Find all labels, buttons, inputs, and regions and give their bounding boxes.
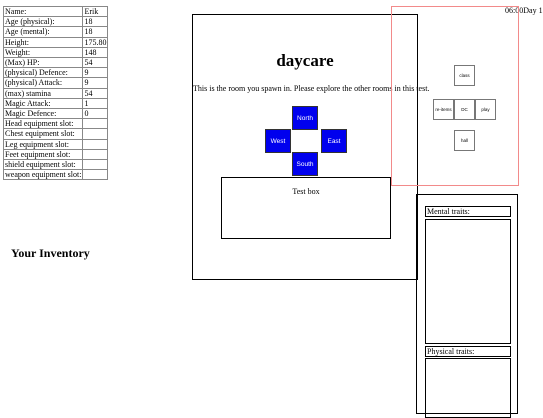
mental-traits-box	[425, 219, 511, 344]
stat-value: 54	[82, 57, 109, 69]
stat-label: Magic Defence:	[2, 108, 84, 120]
stats-row: Head equipment slot:	[2, 118, 109, 130]
stat-label: Head equipment slot:	[2, 118, 84, 130]
stat-label: Height:	[2, 36, 84, 48]
clock: 06:00Day 1	[505, 6, 543, 15]
stat-value	[82, 159, 109, 171]
map-cell-play[interactable]: play	[475, 99, 496, 120]
stat-label: (max) stamina	[2, 87, 84, 99]
north-button[interactable]: North	[292, 106, 318, 130]
stat-value: 9	[82, 67, 109, 79]
stats-row: Weight:148	[2, 46, 109, 59]
stat-value	[82, 169, 109, 181]
stat-value: Erik	[82, 5, 109, 18]
stats-row: Magic Defence:0	[2, 108, 109, 120]
stats-row: Age (physical):18	[2, 16, 109, 28]
clock-time: 06:00	[505, 6, 524, 15]
stats-row: Height:175.80	[2, 36, 109, 48]
map-cell-dc[interactable]: DC	[454, 99, 475, 120]
map-cell-class[interactable]: class	[454, 65, 475, 86]
stat-value: 9	[82, 77, 109, 89]
stat-label: (physical) Defence:	[2, 67, 84, 79]
stats-row: (physical) Attack:9	[2, 77, 109, 89]
stat-label: Age (physical):	[2, 16, 84, 28]
stat-value	[82, 148, 109, 161]
stat-label: Age (mental):	[2, 26, 84, 38]
stats-row: Chest equipment slot:	[2, 128, 109, 140]
stats-row: Feet equipment slot:	[2, 148, 109, 161]
stats-row: Magic Attack:1	[2, 97, 109, 110]
stat-value	[82, 128, 109, 140]
inventory-title: Your Inventory	[11, 246, 90, 260]
stat-label: shield equipment slot:	[2, 159, 84, 171]
stat-value: 148	[82, 46, 109, 59]
stats-row: Name:Erik	[2, 5, 109, 18]
minimap: class re-items DC play hall	[391, 6, 519, 186]
stats-row: Age (mental):18	[2, 26, 109, 38]
stats-row: weapon equipment slot:	[2, 169, 109, 181]
stat-value: 18	[82, 26, 109, 38]
stat-value: 1	[82, 97, 109, 110]
physical-traits-box	[425, 358, 511, 418]
physical-traits-label: Physical traits:	[425, 346, 511, 357]
stat-value	[82, 138, 109, 150]
stat-label: Weight:	[2, 46, 84, 59]
traits-panel: Mental traits: Physical traits:	[416, 194, 518, 418]
stat-label: (physical) Attack:	[2, 77, 84, 89]
room-description: This is the room you spawn in. Please ex…	[193, 84, 430, 93]
stat-value: 18	[82, 16, 109, 28]
stat-label: (Max) HP:	[2, 57, 84, 69]
map-cell-hall[interactable]: hall	[454, 130, 475, 151]
east-button[interactable]: East	[321, 129, 347, 153]
stats-row: (physical) Defence:9	[2, 67, 109, 79]
stat-value: 0	[82, 108, 109, 120]
south-button[interactable]: South	[292, 152, 318, 176]
stat-label: weapon equipment slot:	[2, 169, 84, 181]
stat-value: 54	[82, 87, 109, 99]
map-cell-re-items[interactable]: re-items	[433, 99, 454, 120]
test-box-label: Test box	[292, 187, 320, 196]
room-panel: daycare This is the room you spawn in. P…	[192, 14, 430, 280]
mental-traits-label: Mental traits:	[425, 206, 511, 217]
clock-day: Day 1	[523, 6, 543, 15]
stat-value: 175.80	[82, 36, 109, 48]
test-box: Test box	[221, 177, 391, 239]
stat-value	[82, 118, 109, 130]
stat-label: Chest equipment slot:	[2, 128, 84, 140]
stat-label: Feet equipment slot:	[2, 148, 84, 161]
stat-label: Leg equipment slot:	[2, 138, 84, 150]
stat-label: Name:	[2, 5, 84, 18]
stat-label: Magic Attack:	[2, 97, 84, 110]
west-button[interactable]: West	[265, 129, 291, 153]
room-title: daycare	[276, 51, 334, 70]
stats-row: Leg equipment slot:	[2, 138, 109, 150]
stats-row: (Max) HP:54	[2, 57, 109, 69]
stats-row: shield equipment slot:	[2, 159, 109, 171]
